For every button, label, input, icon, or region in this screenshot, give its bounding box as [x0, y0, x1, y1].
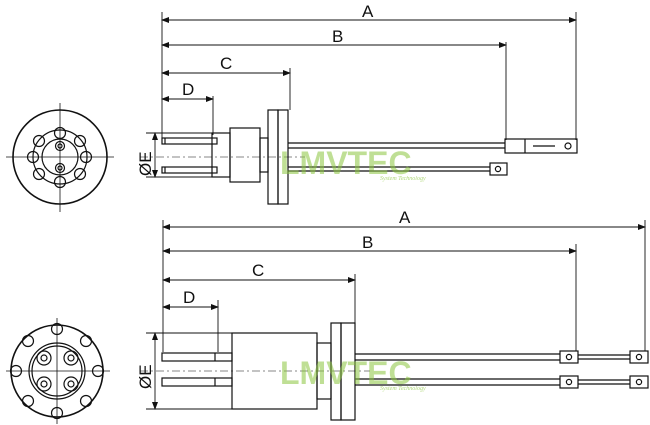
svg-text:System Technology: System Technology [380, 176, 426, 182]
svg-text:System Technology: System Technology [380, 386, 426, 392]
watermark-logo: LMVTEC System Technology [280, 145, 426, 182]
dim-label-c: C [252, 261, 264, 280]
top-front-view [6, 103, 114, 212]
dim-label-d: D [183, 288, 195, 307]
dim-label-b: B [332, 27, 343, 46]
bottom-assembly: A B C D ØE LMVTEC System Technology [6, 208, 649, 424]
dim-label-e: ØE [136, 151, 155, 176]
watermark-logo: LMVTEC System Technology [280, 355, 426, 392]
top-side-view [140, 109, 578, 205]
dim-label-a: A [362, 2, 374, 21]
dim-label-b: B [362, 233, 373, 252]
top-dimensions [146, 12, 577, 178]
top-assembly: A B C D ØE LMVTEC System Technology [6, 2, 578, 212]
svg-text:LMVTEC: LMVTEC [280, 145, 412, 181]
dim-label-e: ØE [136, 364, 155, 389]
dim-label-c: C [220, 54, 232, 73]
dim-label-d: D [182, 80, 194, 99]
bottom-dimensions [146, 220, 646, 410]
dim-label-a: A [399, 208, 411, 227]
bottom-front-view [6, 318, 110, 424]
svg-text:LMVTEC: LMVTEC [280, 355, 412, 391]
bottom-side-view [140, 322, 649, 421]
